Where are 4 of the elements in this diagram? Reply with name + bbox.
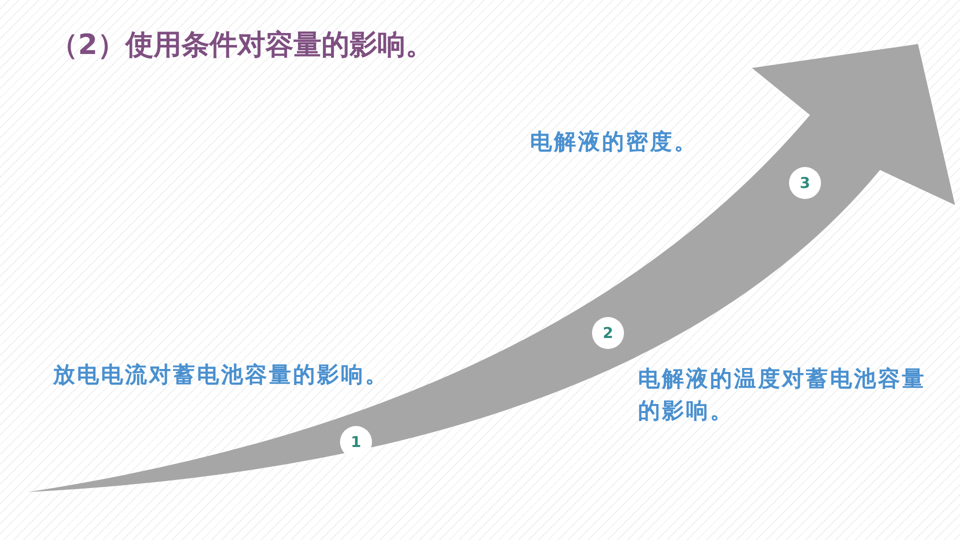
slide-title: （2）使用条件对容量的影响。 xyxy=(50,27,434,63)
step-description: 电解液的密度。 xyxy=(530,128,699,157)
step-description: 放电电流对蓄电池容量的影响。 xyxy=(53,362,390,390)
step-description: 电解液的温度对蓄电池容量的影响。 xyxy=(638,366,927,426)
